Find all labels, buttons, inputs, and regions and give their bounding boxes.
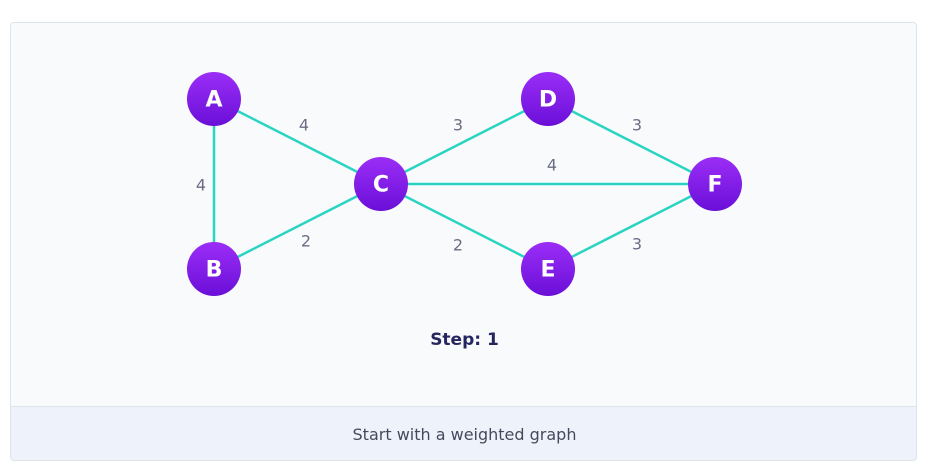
edge-b-c bbox=[213, 182, 382, 271]
edge-e-f bbox=[547, 182, 716, 271]
node-label-f: F bbox=[707, 173, 722, 198]
node-label-c: C bbox=[373, 173, 389, 198]
edge-weight-c-d: 3 bbox=[453, 116, 463, 135]
node-label-a: A bbox=[205, 88, 222, 113]
node-label-b: B bbox=[206, 258, 223, 283]
node-circle-e bbox=[521, 242, 575, 296]
node-d: D bbox=[521, 72, 575, 126]
nodes-layer: A B C D E F bbox=[187, 72, 742, 296]
graph-diagram: 4 4 2 3 2 4 3 3 A B C D E F bbox=[187, 72, 742, 296]
step-indicator: Step: 1 bbox=[430, 330, 499, 350]
weights-layer: 4 4 2 3 2 4 3 3 bbox=[196, 116, 642, 255]
node-label-d: D bbox=[539, 88, 557, 113]
node-a: A bbox=[187, 72, 241, 126]
edge-weight-c-e: 2 bbox=[453, 236, 463, 255]
edge-weight-c-f: 4 bbox=[547, 156, 557, 175]
node-b: B bbox=[187, 242, 241, 296]
node-c: C bbox=[354, 157, 408, 211]
edge-d-f bbox=[547, 97, 716, 186]
edge-weight-b-c: 2 bbox=[301, 232, 311, 251]
caption-text: Start with a weighted graph bbox=[352, 425, 577, 444]
edge-c-e bbox=[380, 182, 549, 271]
node-label-e: E bbox=[540, 258, 555, 283]
edge-a-c bbox=[213, 97, 382, 186]
node-circle-a bbox=[187, 72, 241, 126]
caption-bar: Start with a weighted graph bbox=[11, 406, 916, 460]
node-circle-d bbox=[521, 72, 575, 126]
graph-card: 4 4 2 3 2 4 3 3 A B C D E F Step: 1 Start with a wei… bbox=[10, 22, 917, 461]
node-f: F bbox=[688, 157, 742, 211]
node-circle-c bbox=[354, 157, 408, 211]
edges-layer bbox=[212, 97, 716, 271]
edge-weight-a-c: 4 bbox=[299, 116, 309, 135]
edge-weight-e-f: 3 bbox=[632, 235, 642, 254]
edge-weight-d-f: 3 bbox=[632, 116, 642, 135]
node-circle-b bbox=[187, 242, 241, 296]
edge-c-d bbox=[380, 97, 549, 186]
edge-weight-a-b: 4 bbox=[196, 176, 206, 195]
node-e: E bbox=[521, 242, 575, 296]
node-circle-f bbox=[688, 157, 742, 211]
